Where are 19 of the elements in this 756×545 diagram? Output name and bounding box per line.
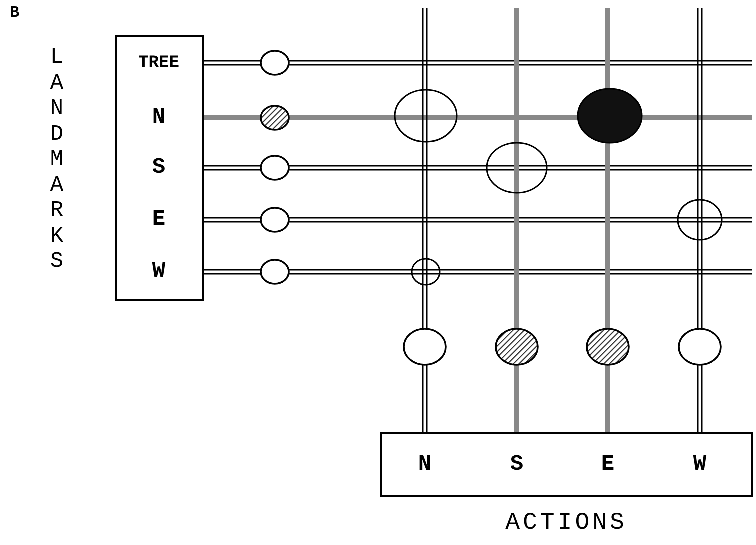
unit-label: W <box>693 452 707 477</box>
connection-line <box>697 7 703 433</box>
connection-line <box>202 165 753 171</box>
unit-label: W <box>152 259 166 284</box>
unit-label: S <box>510 452 524 477</box>
panel-letter: B <box>10 4 20 22</box>
group-heading: LANDMARKS <box>49 45 65 274</box>
unit-label: S <box>152 155 166 180</box>
connection-line <box>202 217 753 223</box>
connection-line <box>514 8 520 432</box>
connection-line <box>202 269 753 275</box>
group-heading: ACTIONS <box>504 510 628 537</box>
connection-line <box>422 7 428 433</box>
unit-label: TREE <box>138 54 180 73</box>
unit-label: E <box>601 452 615 477</box>
unit-label: N <box>152 105 166 130</box>
unit-label: E <box>152 207 166 232</box>
unit-label: N <box>418 452 432 477</box>
connection-line <box>202 60 753 66</box>
